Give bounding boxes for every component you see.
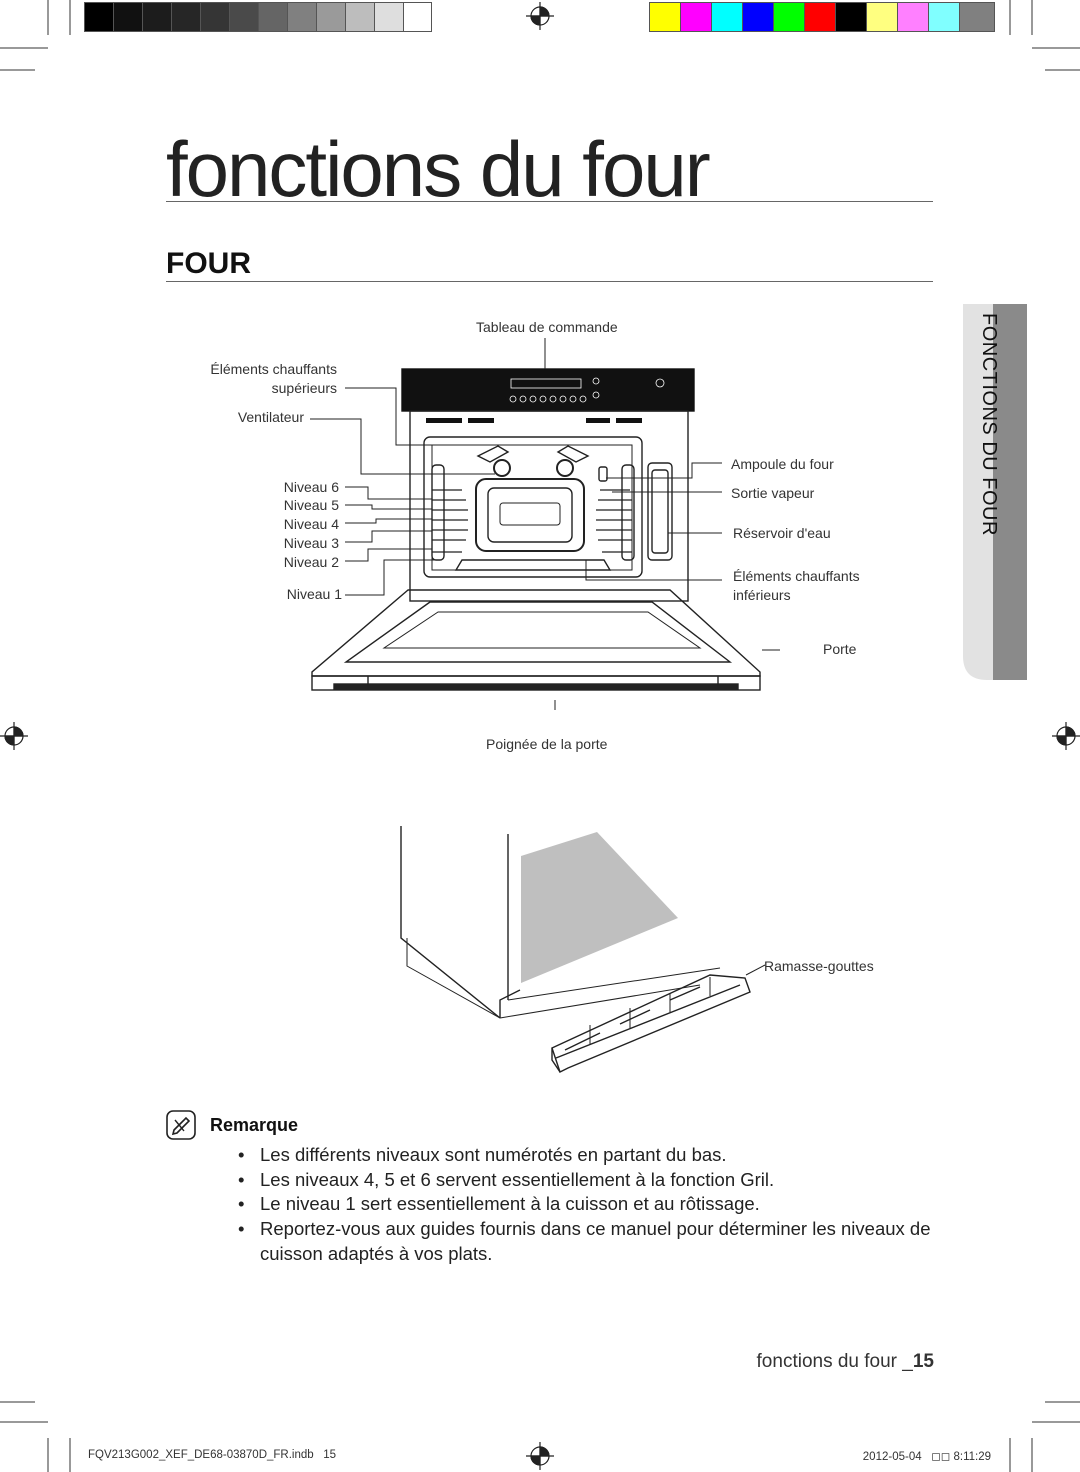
color-swatch bbox=[835, 2, 867, 32]
page-title: fonctions du four bbox=[166, 125, 711, 213]
section-divider bbox=[166, 281, 933, 282]
gray-swatch bbox=[200, 2, 230, 32]
label-lower-heating-line2: inférieurs bbox=[733, 586, 791, 603]
page-number: 15 bbox=[912, 1351, 934, 1372]
color-swatch bbox=[866, 2, 898, 32]
label-water-tank: Réservoir d'eau bbox=[733, 525, 831, 541]
side-tab-label: FONCTIONS DU FOUR bbox=[978, 313, 1000, 536]
gray-calibration-bar bbox=[84, 0, 432, 34]
list-item: Le niveau 1 sert essentiellement à la cu… bbox=[238, 1192, 938, 1217]
color-swatch bbox=[680, 2, 712, 32]
note-title: Remarque bbox=[210, 1115, 299, 1135]
label-door: Porte bbox=[823, 641, 857, 657]
gray-swatch bbox=[84, 2, 114, 32]
registration-mark-left bbox=[0, 722, 28, 750]
gray-swatch bbox=[171, 2, 201, 32]
color-calibration-bar bbox=[649, 0, 995, 34]
list-item: Les différents niveaux sont numérotés en… bbox=[238, 1143, 938, 1168]
side-tab bbox=[963, 304, 1027, 680]
registration-mark-top bbox=[526, 2, 554, 30]
label-lower-heating-line1: Éléments chauffants bbox=[733, 568, 860, 584]
registration-mark-right bbox=[1052, 722, 1080, 750]
label-lamp: Ampoule du four bbox=[731, 456, 834, 472]
gray-swatch bbox=[258, 2, 288, 32]
gray-swatch bbox=[142, 2, 172, 32]
color-swatch bbox=[804, 2, 836, 32]
gray-swatch bbox=[287, 2, 317, 32]
list-item: Reportez-vous aux guides fournis dans ce… bbox=[238, 1217, 938, 1266]
color-swatch bbox=[959, 2, 995, 32]
color-swatch bbox=[897, 2, 929, 32]
gray-swatch bbox=[345, 2, 375, 32]
gray-swatch bbox=[374, 2, 404, 32]
label-upper-heating-line2: supérieurs bbox=[271, 379, 337, 396]
color-swatch bbox=[742, 2, 774, 32]
label-lower-heating: Éléments chauffants inférieurs bbox=[733, 567, 860, 605]
gray-swatch bbox=[403, 2, 432, 32]
label-upper-heating: Éléments chauffants supérieurs bbox=[210, 360, 337, 398]
print-datetime: 2012-05-04 ◻◻ 8:11:29 bbox=[862, 1451, 991, 1463]
label-upper-heating-line1: Éléments chauffants bbox=[210, 361, 337, 377]
label-steam-outlet: Sortie vapeur bbox=[731, 485, 815, 501]
label-level1: Niveau 1 bbox=[286, 586, 342, 602]
label-level3: Niveau 3 bbox=[283, 535, 339, 551]
note-icon bbox=[166, 1110, 196, 1140]
section-heading: FOUR bbox=[166, 247, 251, 280]
color-swatch bbox=[711, 2, 743, 32]
label-level6: Niveau 6 bbox=[283, 479, 339, 495]
gray-swatch bbox=[113, 2, 143, 32]
registration-mark-bottom bbox=[526, 1442, 554, 1470]
label-level2: Niveau 2 bbox=[283, 554, 339, 570]
label-level5: Niveau 5 bbox=[283, 497, 339, 513]
list-item: Les niveaux 4, 5 et 6 servent essentiell… bbox=[238, 1168, 938, 1193]
gray-swatch bbox=[229, 2, 259, 32]
label-fan: Ventilateur bbox=[237, 409, 304, 425]
label-level4: Niveau 4 bbox=[283, 516, 339, 532]
note-list: Les différents niveaux sont numérotés en… bbox=[238, 1143, 938, 1267]
label-control-panel: Tableau de commande bbox=[476, 319, 618, 335]
color-swatch bbox=[649, 2, 681, 32]
gray-swatch bbox=[316, 2, 346, 32]
color-swatch bbox=[773, 2, 805, 32]
label-door-handle: Poignée de la porte bbox=[486, 736, 608, 752]
page-footer: fonctions du four _15 bbox=[757, 1351, 934, 1373]
label-drip-tray: Ramasse-gouttes bbox=[764, 958, 874, 974]
oven-diagram bbox=[310, 338, 780, 710]
grease-filter-fill bbox=[521, 832, 678, 983]
print-file-info: FQV213G002_XEF_DE68-03870D_FR.indb 15 bbox=[88, 1449, 337, 1461]
drip-tray-diagram bbox=[400, 826, 766, 1073]
color-swatch bbox=[928, 2, 960, 32]
title-divider bbox=[166, 201, 933, 202]
footer-label: fonctions du four _ bbox=[756, 1351, 913, 1372]
